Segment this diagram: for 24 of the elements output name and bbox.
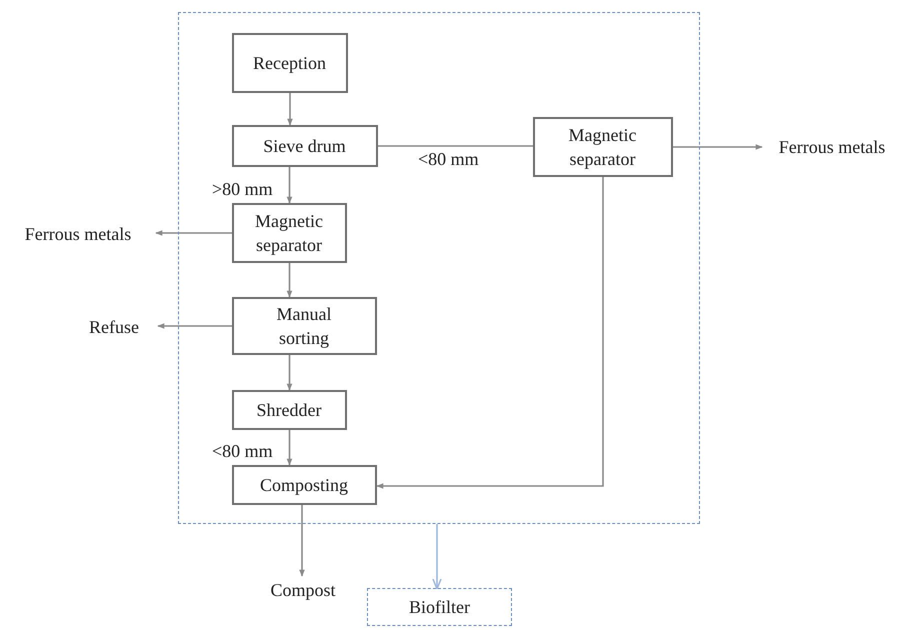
dashed-boundary <box>178 12 700 524</box>
process-box: Composting <box>232 464 376 504</box>
dashed-box: Biofilter <box>367 588 512 626</box>
arrow <box>157 323 232 329</box>
process-box: Magnetic separator <box>232 202 346 262</box>
process-box: Manual sorting <box>232 296 376 354</box>
output-label: Compost <box>255 576 351 604</box>
arrow <box>286 263 292 298</box>
process-box: Shredder <box>232 390 346 430</box>
output-label: Refuse <box>76 313 152 341</box>
arrow <box>286 430 292 466</box>
arrow <box>287 93 293 126</box>
arrow <box>432 524 442 590</box>
arrow <box>286 167 292 204</box>
process-box: Sieve drum <box>232 124 378 166</box>
arrow <box>155 230 232 236</box>
output-label: Ferrous metals <box>6 220 150 248</box>
arrow <box>673 144 763 150</box>
output-label: Ferrous metals <box>762 133 902 161</box>
process-box: Magnetic separator <box>532 116 672 176</box>
arrow <box>376 177 604 489</box>
arrow <box>299 505 305 577</box>
arrow <box>286 355 292 391</box>
process-box: Reception <box>232 32 348 92</box>
